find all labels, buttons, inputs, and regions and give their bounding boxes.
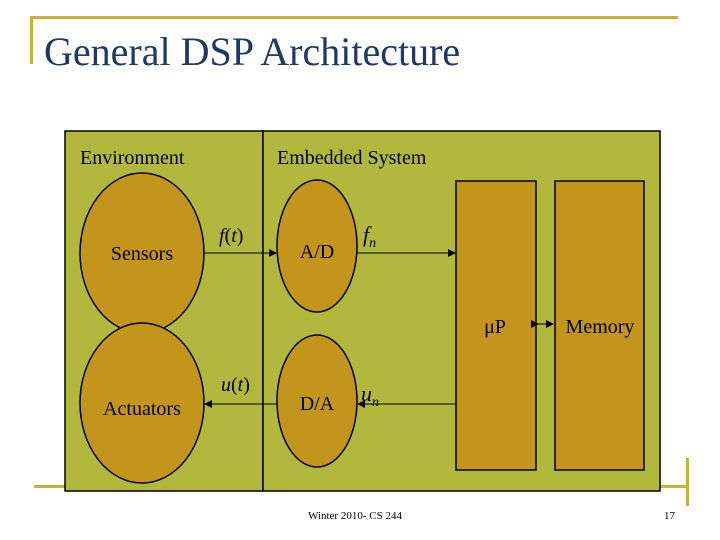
actuator-signal-label: u(t) — [221, 374, 250, 396]
environment-label: Environment — [80, 147, 185, 169]
ad-converter-node — [276, 179, 358, 313]
ad-converter-label: A/D — [300, 241, 334, 263]
top-accent-line — [30, 16, 678, 19]
processor-label: μP — [484, 316, 506, 338]
memory-block — [554, 180, 645, 471]
un-sample-label: un — [361, 381, 379, 410]
sensors-label: Sensors — [111, 243, 173, 265]
embedded-system-label: Embedded System — [277, 147, 427, 169]
processor-block — [455, 180, 537, 471]
memory-label: Memory — [566, 316, 635, 338]
left-accent-line — [30, 16, 33, 64]
footer-text: Winter 2010- CS 244 — [308, 510, 402, 522]
right-accent-line — [686, 458, 689, 506]
fn-sample-label: fn — [363, 222, 376, 251]
sensor-signal-label: f(t) — [219, 225, 243, 247]
actuators-label: Actuators — [103, 398, 181, 420]
page-number: 17 — [664, 510, 675, 522]
slide-title: General DSP Architecture — [44, 29, 461, 74]
da-converter-label: D/A — [300, 393, 335, 415]
